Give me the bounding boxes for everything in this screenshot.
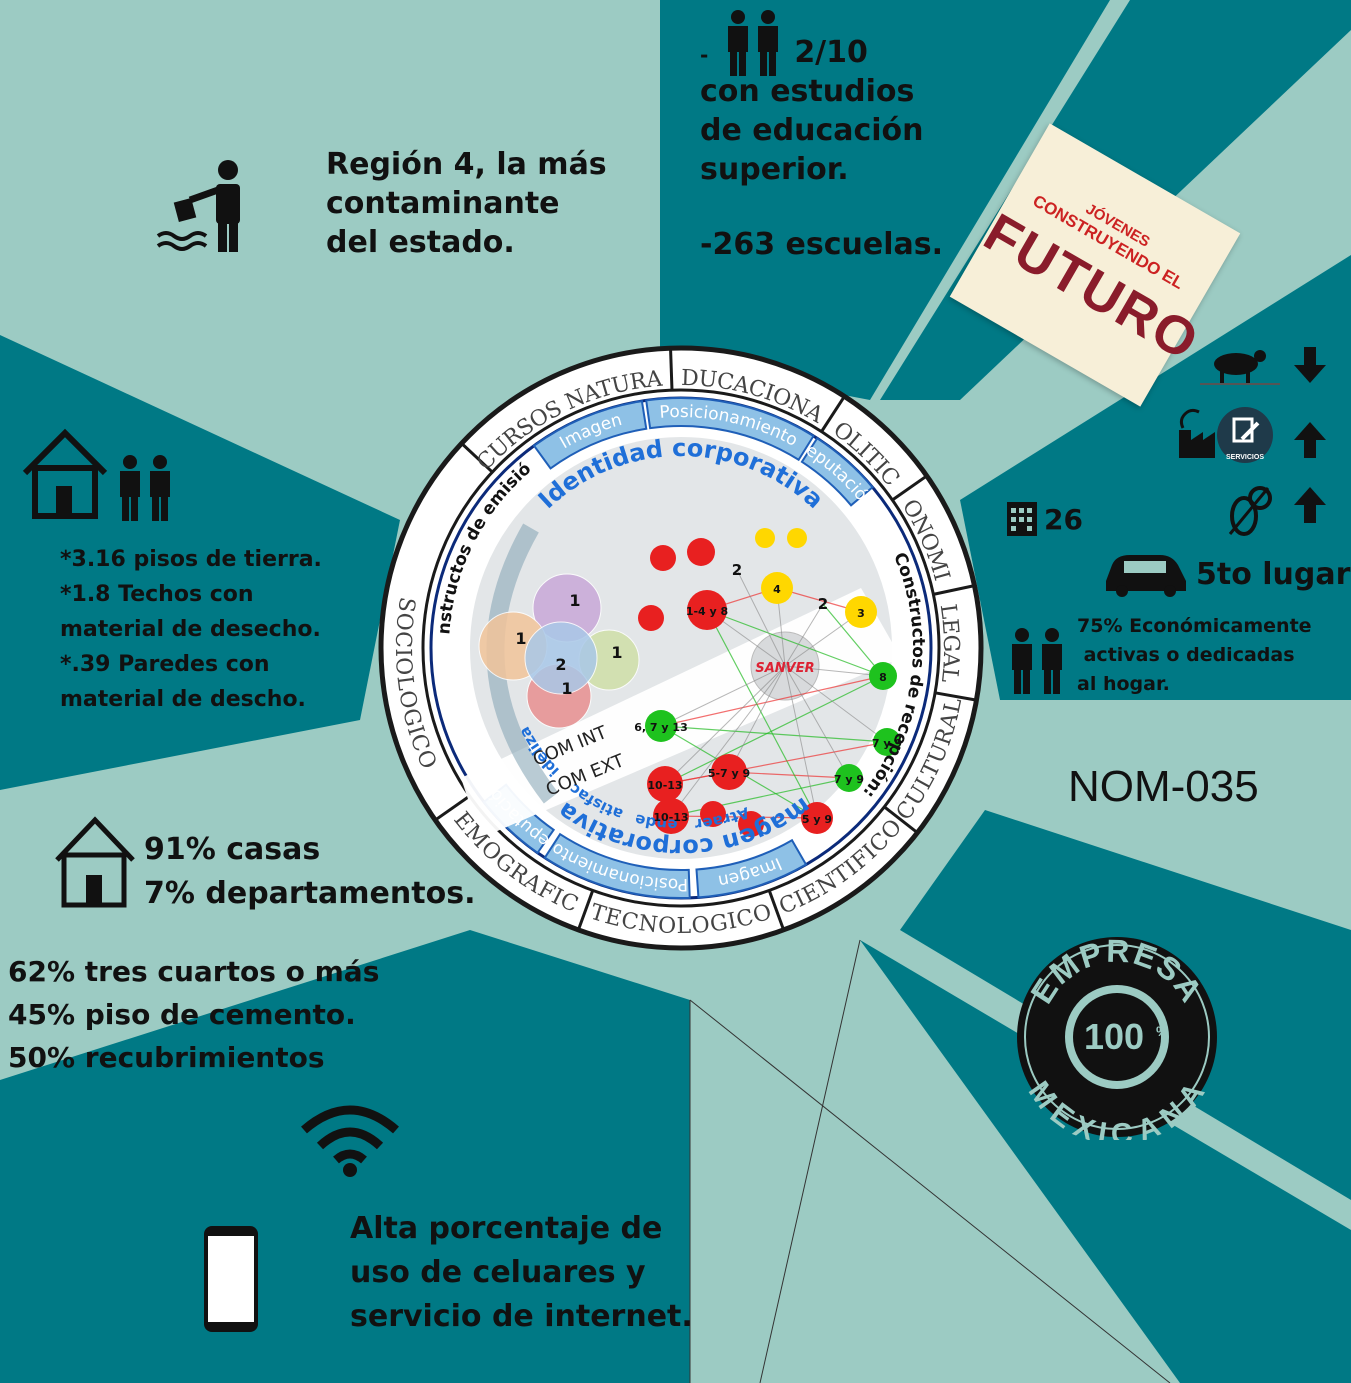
network-node [645, 710, 677, 742]
node-label: 3 [857, 607, 865, 620]
empresa-mexicana-stamp: EMPRESA MEXICANA 100 % [1017, 934, 1217, 1140]
venn-label: 1 [569, 591, 580, 610]
hospital-icon [1007, 502, 1037, 536]
svg-text:%: % [1156, 1023, 1169, 1039]
vivienda-tierra-text: *3.16 pisos de tierra. *1.8 Techos con m… [60, 547, 322, 712]
network-node [873, 728, 901, 756]
node-label: 8 [879, 671, 887, 684]
network-node [647, 766, 683, 802]
node-label: 7 y 9 [872, 737, 902, 750]
smartphone-icon [204, 1226, 258, 1332]
arrow-down-icon [1294, 347, 1326, 383]
servicios-icon: SERVICIOS [1217, 407, 1273, 463]
svg-text:100: 100 [1084, 1016, 1144, 1057]
network-node [869, 662, 897, 690]
svg-text:SERVICIOS: SERVICIOS [1226, 454, 1264, 461]
people-icon [728, 10, 778, 76]
network-node [687, 538, 715, 566]
venn-label: 1 [611, 643, 622, 662]
nom-label: NOM-035 [1068, 762, 1259, 811]
network-node [755, 528, 775, 548]
network-node [653, 798, 689, 834]
house-icon [55, 816, 135, 908]
node-label: 2 [818, 595, 828, 613]
network-node [638, 605, 664, 631]
node-label: 2 [732, 561, 742, 579]
venn-circle [524, 621, 598, 695]
casas-text: 91% casas 7% departamentos. [144, 832, 476, 911]
sector-label: LEGAL [935, 603, 963, 685]
node-label: 5 y 9 [802, 813, 832, 826]
cattle-icon [1200, 350, 1280, 385]
arrow-up-icon [1294, 487, 1326, 523]
cuartos-text: 62% tres cuartos o más 45% piso de cemen… [8, 955, 380, 1074]
wedge-educacional [660, 0, 1110, 400]
node-label: 5-7 y 9 [708, 767, 750, 780]
wedge-sociologico [0, 335, 400, 790]
network-node [700, 801, 726, 827]
network-node [845, 596, 877, 628]
arrow-up-icon [1294, 422, 1326, 458]
crop-icon [1228, 486, 1272, 536]
network-node [650, 545, 676, 571]
car-rank: 5to lugar [1196, 557, 1351, 592]
factory-icon [1179, 408, 1215, 458]
people-icon [120, 455, 170, 521]
network-node [711, 754, 747, 790]
brand-label: SANVER [755, 661, 814, 676]
celulares-text: Alta porcentaje de uso de celuares y ser… [350, 1211, 693, 1334]
house-icon [22, 428, 108, 519]
network-node [687, 590, 727, 630]
node-label: 1-4 y 8 [686, 605, 728, 618]
polluter-person-icon [156, 160, 240, 252]
recursos-text: Región 4, la más contaminante del estado… [326, 147, 607, 260]
educacional-text: -2/10 con estudios de educación superior… [700, 35, 943, 262]
wifi-icon [301, 1105, 399, 1177]
network-node [787, 528, 807, 548]
hospitals-count: 26 [1044, 503, 1083, 536]
car-icon [1106, 555, 1186, 597]
network-node [835, 764, 863, 792]
economico-text: 75% Económicamente activas o dedicadas a… [1077, 615, 1312, 695]
wedge-cientifico [860, 940, 1351, 1383]
venn-label: 1 [561, 679, 572, 698]
venn-label: 2 [555, 655, 566, 674]
network-node [761, 572, 793, 604]
node-label: 7 y 9 [834, 773, 864, 786]
network-node [738, 811, 764, 837]
node-label: 10-13 [653, 811, 688, 824]
network-node [801, 802, 833, 834]
people-icon [1012, 628, 1062, 694]
venn-label: 1 [515, 629, 526, 648]
node-label: 4 [773, 583, 781, 596]
node-label: 10-13 [647, 779, 682, 792]
node-label: 6, 7 y 13 [634, 721, 687, 734]
